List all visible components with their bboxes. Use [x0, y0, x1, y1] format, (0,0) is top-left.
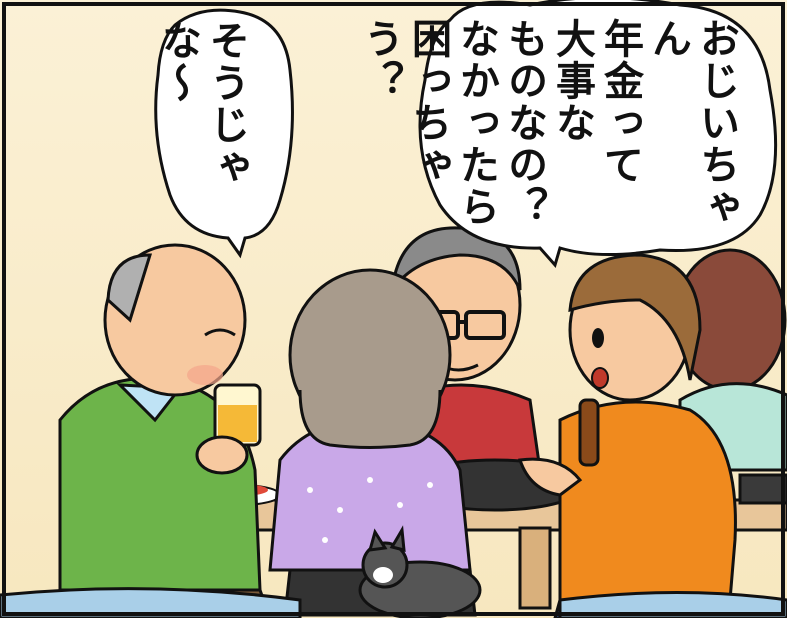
speech-text-grandpa: そうじゃな〜: [155, 20, 250, 230]
floor-cushions: [0, 587, 787, 618]
speech-line: 年金って: [597, 18, 643, 186]
grandpa: [38, 243, 272, 618]
speech-line: ものなの？: [501, 18, 547, 228]
speech-bubble-left: [154, 8, 294, 259]
cat: [358, 525, 482, 618]
speech-bubble-right: [418, 0, 778, 269]
speech-line: おじいちゃん: [645, 18, 739, 228]
speech-text-girl: おじいちゃん 年金って 大事な ものなの？ なかったら 困っちゃう？: [357, 18, 740, 258]
speech-line: 大事な: [549, 18, 595, 144]
grandma-back-view: [268, 268, 477, 617]
girl-asking: [517, 253, 742, 618]
speech-line: そうじゃな〜: [155, 20, 249, 188]
speech-line: なかったら: [453, 18, 499, 228]
speech-line: 困っちゃう？: [357, 18, 451, 186]
